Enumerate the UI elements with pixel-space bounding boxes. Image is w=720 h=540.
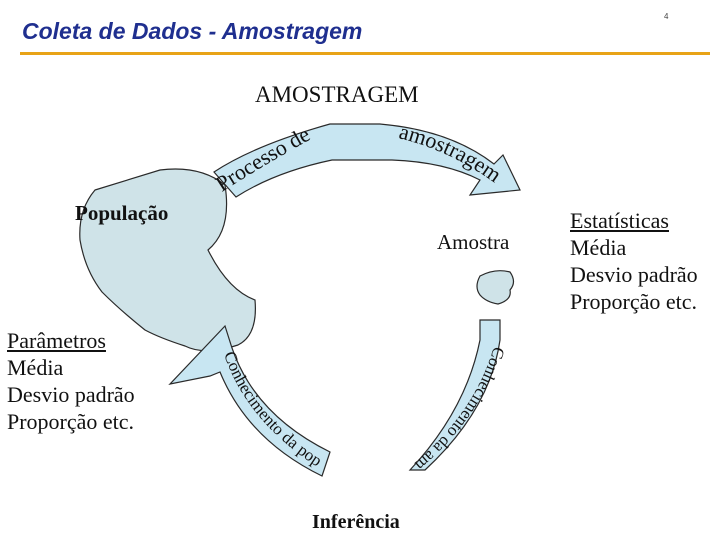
parameters-item: Proporção etc.: [7, 409, 135, 434]
statistics-list: Estatísticas Média Desvio padrão Proporç…: [570, 207, 698, 315]
inference-label: Inferência: [312, 511, 400, 533]
sampling-process-arrow: [213, 123, 521, 198]
statistics-heading: Estatísticas: [570, 208, 669, 233]
parameters-item: Desvio padrão: [7, 382, 135, 407]
sample-shape: [476, 270, 515, 305]
parameters-heading: Parâmetros: [7, 328, 106, 353]
population-knowledge-arrow: [168, 324, 331, 477]
sample-knowledge-arrow: [408, 319, 501, 471]
statistics-item: Desvio padrão: [570, 262, 698, 287]
population-label: População: [75, 201, 169, 225]
title-divider: [20, 52, 710, 55]
statistics-item: Proporção etc.: [570, 289, 698, 314]
sample-label: Amostra: [437, 230, 510, 254]
population-shape: [79, 168, 256, 352]
diagram-title: AMOSTRAGEM: [255, 82, 419, 107]
slide-number: 4: [664, 12, 669, 21]
slide-title: Coleta de Dados - Amostragem: [22, 18, 363, 44]
parameters-list: Parâmetros Média Desvio padrão Proporção…: [7, 327, 135, 435]
statistics-item: Média: [570, 235, 627, 260]
parameters-item: Média: [7, 355, 64, 380]
